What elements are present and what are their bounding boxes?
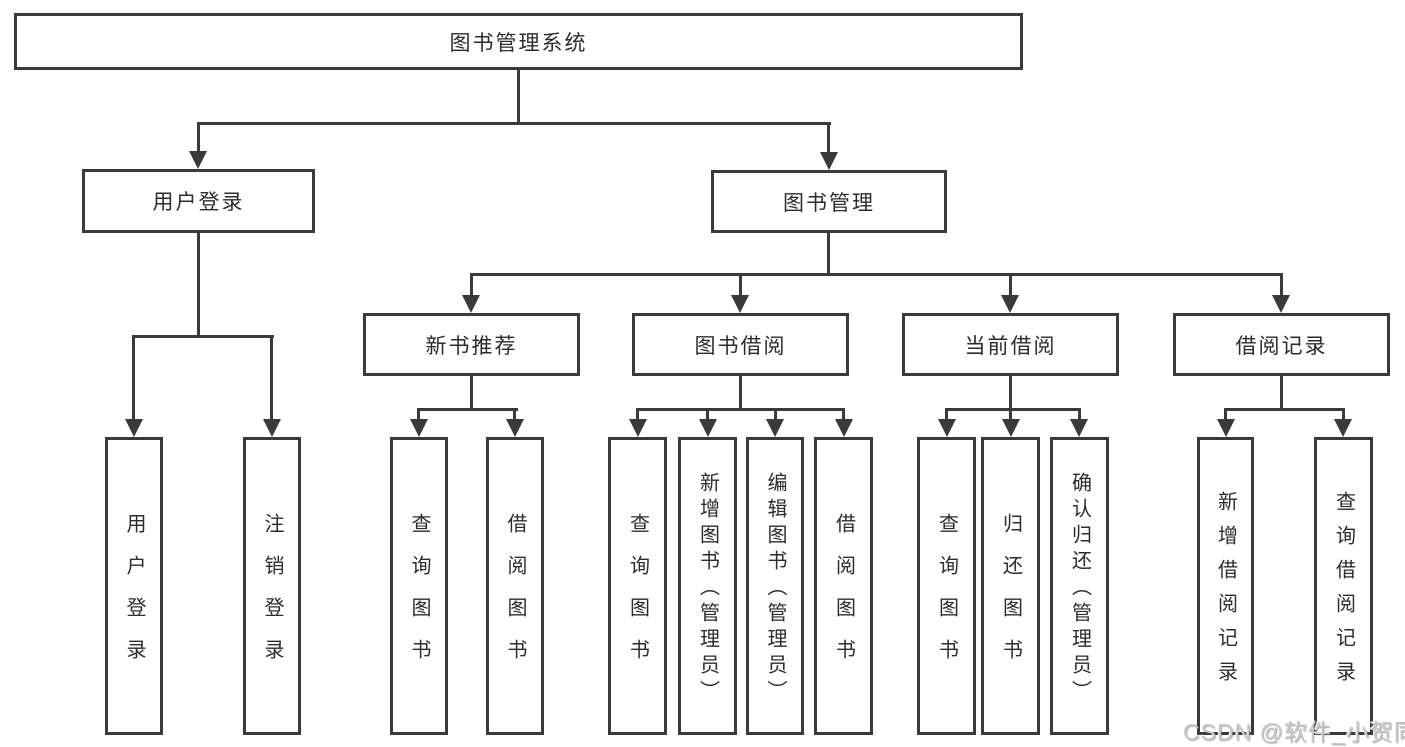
leaf-query-books-current: 查询图书 (917, 437, 976, 735)
watermark-text: CSDN @软件_小贺同学 (1183, 719, 1405, 745)
connector-book-borrow-stem (739, 376, 742, 408)
arrow-down-icon (629, 419, 647, 437)
connector-drop-book-management (827, 122, 830, 156)
arrow-down-icon (506, 419, 524, 437)
connector-root-stem (517, 70, 520, 122)
arrow-down-icon (125, 419, 143, 437)
connector-drop-leaf (1224, 408, 1227, 423)
connector-user-login-rail (133, 335, 274, 338)
leaf-query-borrow-record: 查询借阅记录 (1314, 437, 1373, 735)
connector-drop-leaf (842, 408, 845, 423)
connector-drop-leaf (1078, 408, 1081, 423)
connector-level3-rail (470, 273, 1283, 276)
leaf-logout: 注销登录 (243, 437, 301, 735)
connector-drop-leaf (417, 408, 420, 423)
arrow-down-icon (1002, 419, 1020, 437)
arrow-down-icon (766, 419, 784, 437)
connector-drop-book-borrow (739, 273, 742, 299)
connector-drop-borrow-records (1280, 273, 1283, 299)
leaf-query-books-recommend: 查询图书 (390, 437, 448, 735)
leaf-borrow-books: 借阅图书 (814, 437, 873, 735)
leaf-return-books: 归还图书 (981, 437, 1040, 735)
node-library-system: 图书管理系统 (14, 13, 1023, 70)
arrow-down-icon (1001, 295, 1019, 313)
connector-drop-user-login (197, 122, 200, 156)
leaf-add-books-admin: 新增图书（管理员） (678, 437, 737, 735)
leaf-user-login: 用户登录 (105, 437, 163, 735)
connector-drop-leaf (706, 408, 709, 423)
connector-drop-leaf (1342, 408, 1345, 423)
arrow-down-icon (462, 295, 480, 313)
connector-drop-leaf (132, 335, 135, 423)
arrow-down-icon (263, 419, 281, 437)
arrow-down-icon (699, 419, 717, 437)
node-current-borrow: 当前借阅 (902, 313, 1119, 376)
connector-drop-leaf (945, 408, 948, 423)
node-book-management: 图书管理 (711, 170, 947, 233)
connector-drop-new-book (470, 273, 473, 299)
connector-new-book-rail (418, 408, 518, 411)
arrow-down-icon (1272, 295, 1290, 313)
connector-borrow-records-rail (1224, 408, 1345, 411)
connector-new-book-stem (470, 376, 473, 408)
connector-drop-current-borrow (1009, 273, 1012, 299)
connector-level2-rail (197, 122, 831, 125)
leaf-query-books-borrow: 查询图书 (608, 437, 667, 735)
connector-borrow-records-stem (1280, 376, 1283, 408)
arrow-down-icon (189, 151, 207, 169)
arrow-down-icon (835, 419, 853, 437)
node-new-book-recommend: 新书推荐 (363, 313, 580, 376)
connector-drop-leaf (774, 408, 777, 423)
connector-current-borrow-rail (945, 408, 1081, 411)
connector-book-management-stem (827, 233, 830, 273)
leaf-edit-books-admin: 编辑图书（管理员） (746, 437, 804, 735)
connector-drop-leaf (636, 408, 639, 423)
arrow-down-icon (820, 152, 838, 170)
leaf-confirm-return-admin: 确认归还（管理员） (1050, 437, 1109, 735)
arrow-down-icon (1217, 419, 1235, 437)
node-borrow-records: 借阅记录 (1173, 313, 1390, 376)
arrow-down-icon (410, 419, 428, 437)
leaf-borrow-books-recommend: 借阅图书 (486, 437, 544, 735)
connector-drop-leaf (513, 408, 516, 423)
node-user-login: 用户登录 (82, 169, 315, 233)
connector-current-borrow-stem (1009, 376, 1012, 408)
arrow-down-icon (1070, 419, 1088, 437)
arrow-down-icon (1334, 419, 1352, 437)
connector-drop-leaf (1009, 408, 1012, 423)
arrow-down-icon (731, 295, 749, 313)
connector-user-login-stem (197, 233, 200, 335)
arrow-down-icon (938, 419, 956, 437)
leaf-add-borrow-record: 新增借阅记录 (1197, 437, 1254, 735)
connector-drop-leaf (270, 335, 273, 423)
node-book-borrow: 图书借阅 (632, 313, 849, 376)
connector-book-borrow-rail (636, 408, 845, 411)
